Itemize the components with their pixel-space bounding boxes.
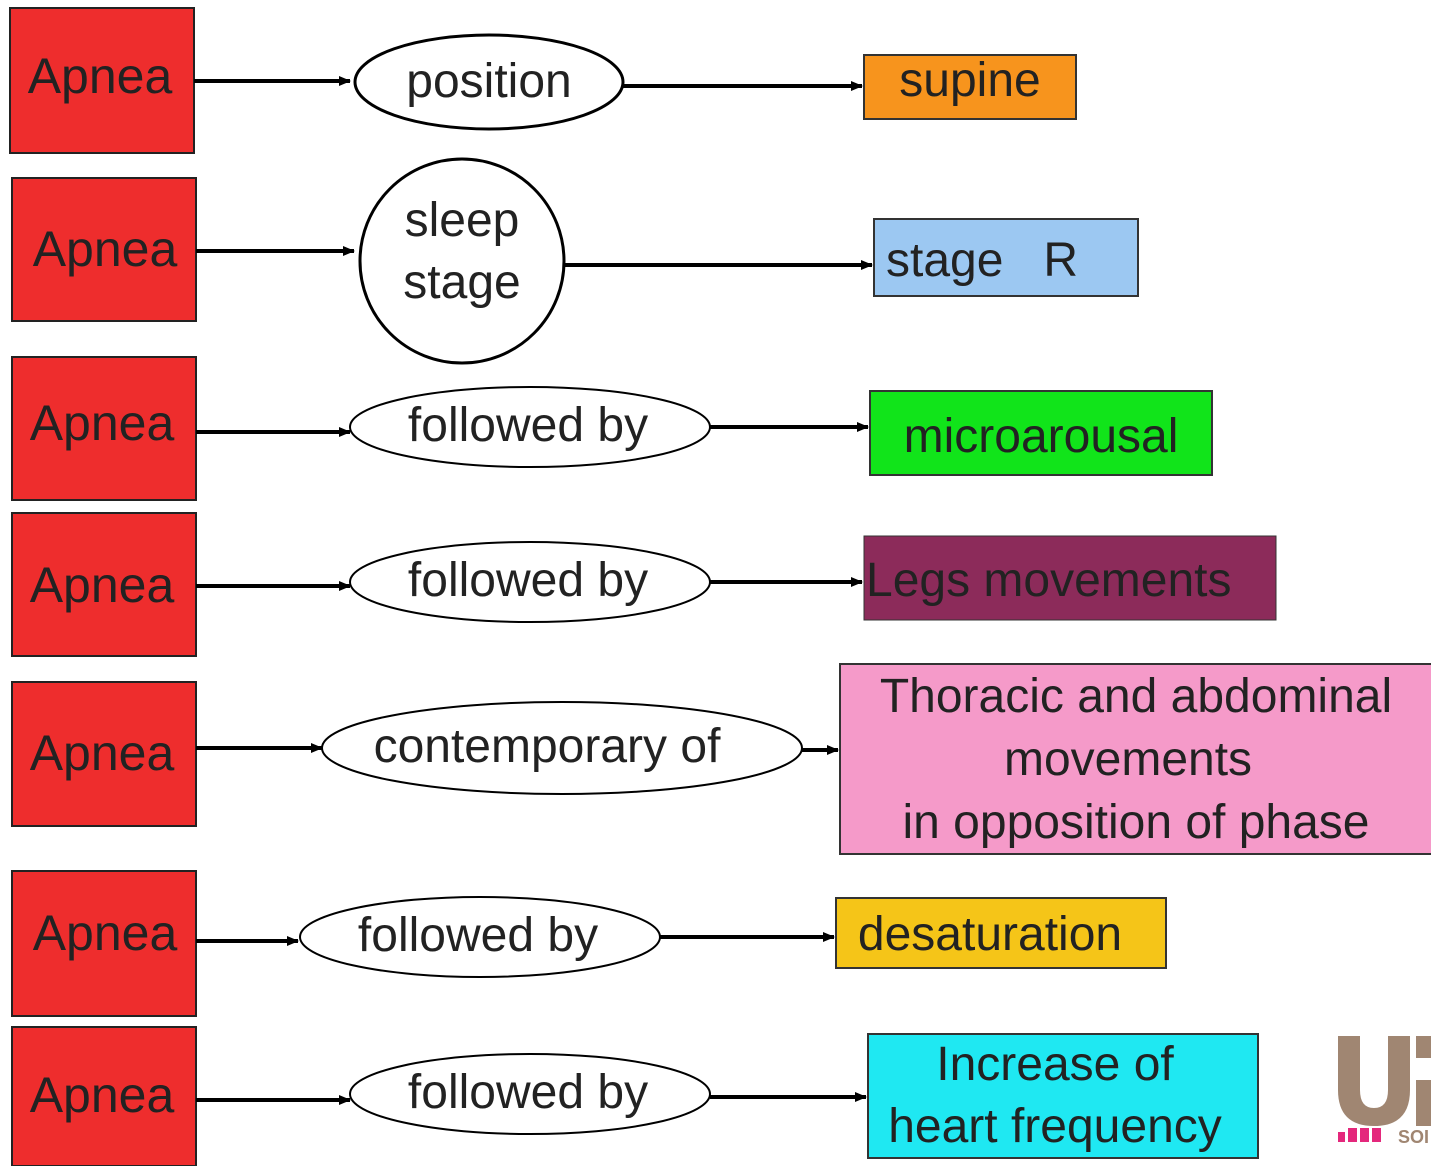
apnea-node-label: Apnea xyxy=(28,48,173,104)
relation-label: sleep xyxy=(405,194,520,247)
logo-bar xyxy=(1348,1128,1357,1142)
target-node xyxy=(867,1033,1259,1159)
logo-mark xyxy=(1338,1036,1410,1126)
relation-label: followed by xyxy=(408,1066,648,1119)
apnea-node-label: Apnea xyxy=(30,395,175,451)
target-label: microarousal xyxy=(904,410,1179,463)
apnea-node xyxy=(11,681,197,827)
apnea-node-label: Apnea xyxy=(33,905,178,961)
relation-node xyxy=(353,33,625,131)
diagram-row: Apnea sleep stage stage R xyxy=(11,157,1139,365)
apnea-node xyxy=(11,512,197,657)
apnea-node xyxy=(11,177,197,322)
target-node xyxy=(863,54,1077,120)
target-label: heart frequency xyxy=(888,1100,1222,1153)
relation-label: stage xyxy=(403,256,520,309)
diagram-row: Apnea followed by Legs movements xyxy=(11,512,1277,657)
logo-bar xyxy=(1372,1128,1381,1142)
logo-bar xyxy=(1338,1132,1345,1142)
logo-subtext: SOI xyxy=(1398,1127,1429,1147)
apnea-node-label: Apnea xyxy=(33,221,178,277)
target-label: movements xyxy=(1004,733,1252,786)
target-node xyxy=(863,535,1277,621)
relation-label: contemporary of xyxy=(374,720,721,773)
relation-label: position xyxy=(406,55,571,108)
relation-node xyxy=(358,157,566,365)
logo-accent-bars xyxy=(1338,1128,1381,1142)
target-label: Thoracic and abdominal xyxy=(880,670,1392,723)
apnea-node xyxy=(11,356,197,501)
relation-label: followed by xyxy=(358,909,598,962)
relation-label: followed by xyxy=(408,399,648,452)
diagram-row: Apnea contemporary of Thoracic and abdom… xyxy=(11,663,1431,855)
relation-node xyxy=(349,1053,711,1135)
apnea-node xyxy=(11,870,197,1017)
diagram-row: Apnea followed by microarousal xyxy=(11,356,1213,501)
target-node xyxy=(835,897,1167,969)
apnea-node-label: Apnea xyxy=(30,725,175,781)
logo-mark xyxy=(1416,1080,1431,1126)
diagram-row: Apnea position supine xyxy=(9,7,1077,154)
apnea-node-label: Apnea xyxy=(30,557,175,613)
diagram-row: Apnea followed by desaturation xyxy=(11,870,1167,1017)
diagram-row: Apnea followed by Increase of heart freq… xyxy=(11,1026,1259,1166)
target-label-clip: Legs movements xyxy=(866,554,1232,607)
target-node xyxy=(873,218,1139,297)
apnea-node-label: Apnea xyxy=(30,1067,175,1123)
apnea-node xyxy=(11,1026,197,1166)
logo-mark xyxy=(1416,1036,1431,1058)
target-node xyxy=(869,390,1213,476)
target-label: supine xyxy=(899,54,1040,107)
relation-label: followed by xyxy=(408,554,648,607)
target-label: Increase of xyxy=(936,1038,1174,1091)
apnea-node xyxy=(9,7,195,154)
target-node xyxy=(839,663,1431,855)
target-label: stage R xyxy=(886,234,1078,287)
target-label: Legs movements xyxy=(866,554,1232,607)
logo-bar xyxy=(1360,1128,1369,1142)
target-label: desaturation xyxy=(858,908,1122,961)
target-label: in opposition of phase xyxy=(902,796,1369,849)
university-logo: SOI xyxy=(1338,1036,1431,1147)
